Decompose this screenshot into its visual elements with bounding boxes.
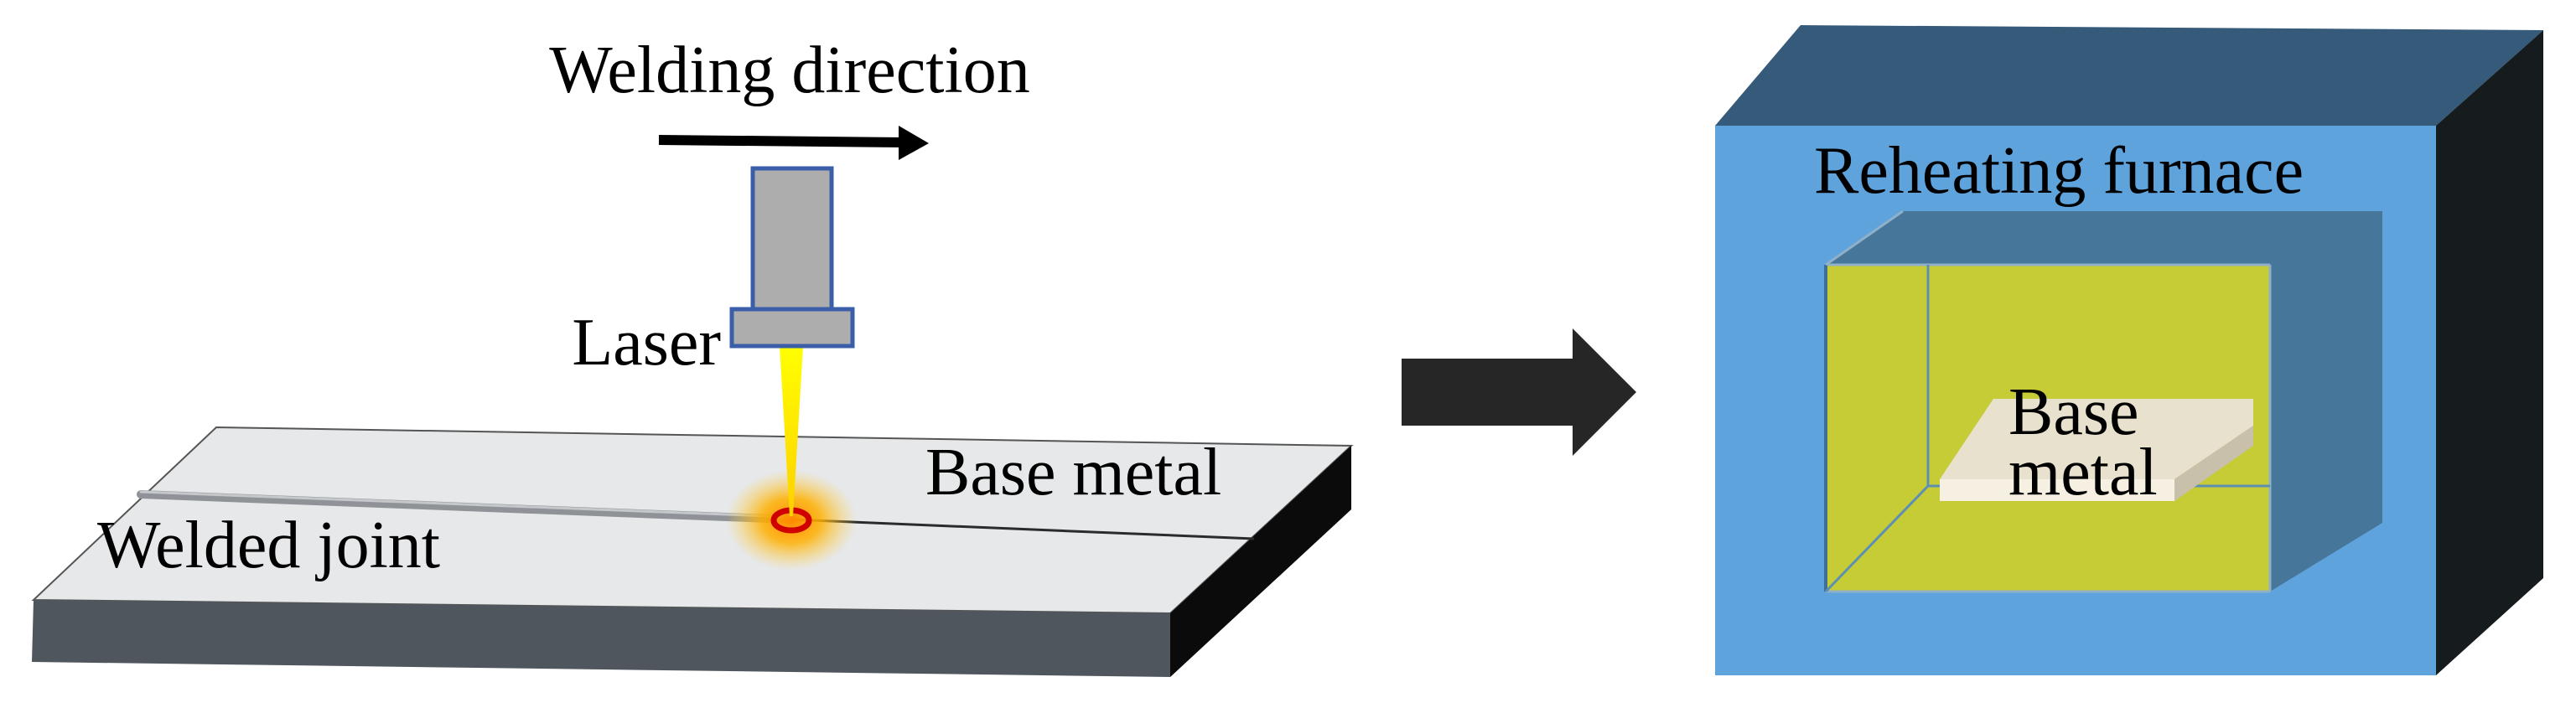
furnace-top-face: [1715, 25, 2543, 126]
furnace-base-metal-label-line2: metal: [2008, 436, 2158, 509]
laser-body: [750, 166, 834, 312]
plate-front-face: [32, 600, 1170, 677]
process-arrow: [1402, 328, 1636, 456]
welding-direction-label: Welding direction: [549, 34, 1029, 107]
reheating-furnace: Reheating furnace Base metal: [1715, 25, 2543, 675]
laser-nozzle: [729, 307, 855, 349]
sample-side-face: [2174, 426, 2253, 501]
furnace-side-face: [2436, 30, 2543, 675]
sample-front-face: [1940, 479, 2174, 501]
base-metal-label: Base metal: [925, 436, 1221, 509]
furnace-base-metal-label-line1: Base: [2008, 375, 2139, 449]
furnace-sample: [1940, 399, 2253, 501]
plate-side-face: [1170, 446, 1351, 677]
laser-head: [729, 166, 855, 349]
base-metal-plate: [31, 426, 1354, 677]
sample-top-face: [1940, 399, 2253, 479]
laser-label: Laser: [572, 306, 721, 380]
furnace-label: Reheating furnace: [1814, 134, 2304, 208]
weld-seam: [137, 490, 1255, 540]
welded-joint-label: Welded joint: [97, 509, 440, 582]
weld-glow: [726, 470, 857, 571]
laser-beam: [780, 346, 803, 516]
welding-direction-arrow: [658, 126, 929, 160]
welding-setup: Welding direction Laser Base metal Welde…: [31, 34, 1354, 677]
